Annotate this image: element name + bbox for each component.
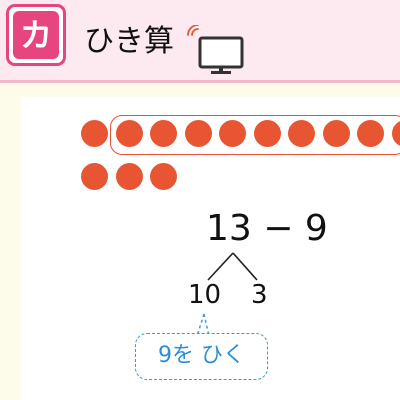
decompose-right-value: 3 [251,280,268,310]
counter-dot [184,120,212,147]
counter-dot [288,120,315,147]
counter-dot [81,163,108,190]
monitor-icon[interactable] [186,25,248,75]
header-divider [0,80,400,83]
counter-dot [150,120,177,147]
counter-dot [219,120,246,147]
hint-callout: 9を ひく [135,333,268,380]
counter-dot [81,120,108,147]
section-badge: カ [6,4,66,66]
hint-pointer [196,313,210,337]
counter-dot [115,120,143,147]
counter-dot [150,163,177,190]
subtraction-expression: 13 − 9 [206,208,328,249]
page-title: ひき算 [84,24,174,59]
counter-dot [322,120,350,147]
decomposition-lines [207,252,258,281]
counter-dot [391,120,400,147]
group-of-ten-outline [110,115,400,155]
counter-dot [357,120,384,147]
counter-dot [253,120,281,147]
decompose-left-value: 10 [188,280,222,310]
section-badge-label: カ [13,11,59,59]
counter-dot [115,163,143,190]
